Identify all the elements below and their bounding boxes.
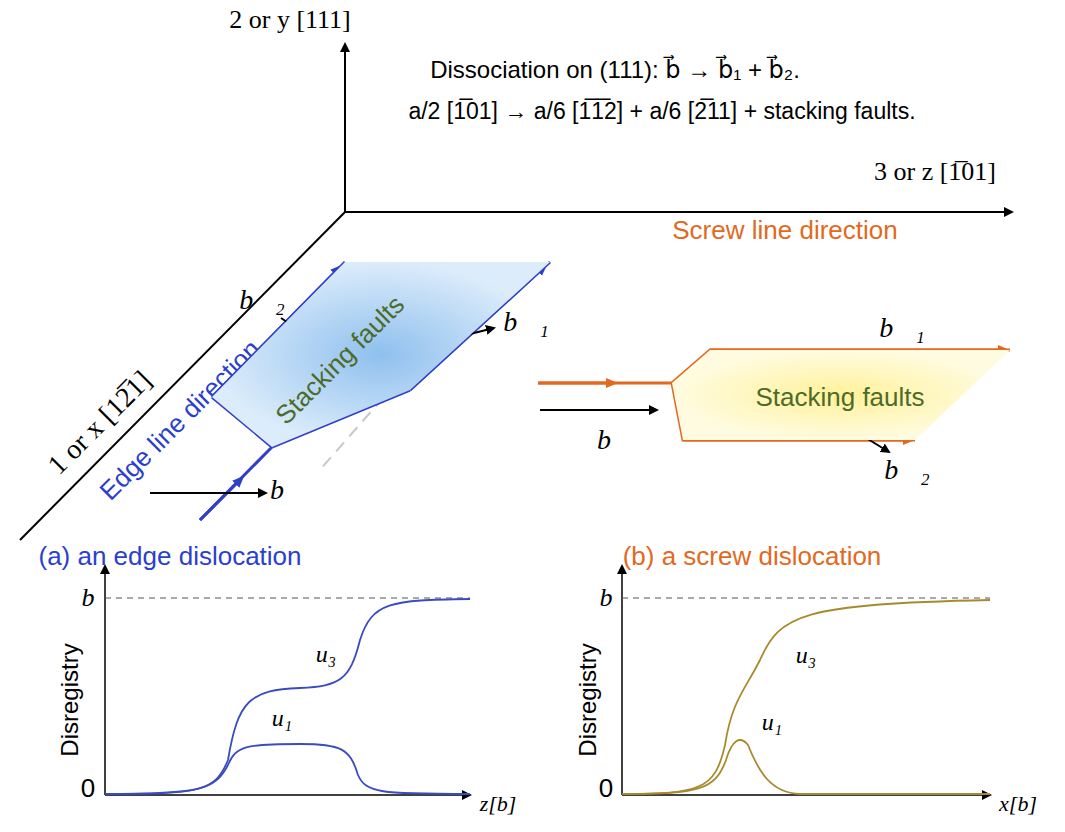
plot-screw bbox=[622, 566, 990, 795]
axis-title: x[b] bbox=[999, 792, 1037, 816]
vector-label: b⃗₁ bbox=[879, 313, 925, 344]
plot-edge bbox=[105, 566, 470, 795]
axis-label: 3 or z [1̅01] bbox=[874, 158, 996, 187]
dissociation-note: Dissociation on (111): b⃗ → b⃗₁ + b⃗₂. bbox=[430, 57, 800, 83]
panel-caption: (b) a screw dislocation bbox=[623, 542, 882, 571]
axis-title: Disregistry bbox=[575, 643, 601, 756]
axis-title: z[b] bbox=[480, 792, 517, 816]
dissociation-formula: a/2 [1̅01] → a/6 [1̅1̅2] + a/6 [2̅11] + … bbox=[408, 99, 915, 124]
axis-title: Disregistry bbox=[57, 643, 83, 756]
axis-label: 2 or y [111] bbox=[229, 6, 351, 35]
vector-label: b⃗₂ bbox=[239, 285, 285, 316]
fault-shape bbox=[200, 255, 560, 455]
panel-caption: (a) an edge dislocation bbox=[38, 542, 301, 571]
vector-label: b⃗₂ bbox=[884, 455, 930, 486]
stacking-fault-region: Stacking faults bbox=[665, 345, 1015, 445]
region-label: Stacking faults bbox=[755, 383, 924, 412]
tick-label: 0 bbox=[81, 774, 95, 803]
curve-label: u₃ bbox=[316, 641, 336, 667]
tick-label: b bbox=[82, 584, 95, 613]
direction-label: Screw line direction bbox=[672, 216, 897, 245]
tick-label: b bbox=[600, 584, 613, 613]
vector-label: b⃗ bbox=[597, 425, 633, 456]
tick-label: 0 bbox=[599, 774, 613, 803]
edge-dislocation-lines bbox=[200, 262, 550, 520]
axes bbox=[20, 44, 1012, 540]
stacking-fault-region: Stacking faults bbox=[200, 255, 560, 455]
curve-label: u₁ bbox=[762, 709, 782, 735]
curve-label: u₃ bbox=[796, 642, 816, 668]
vector-label: b⃗ bbox=[270, 475, 306, 506]
curve-label: u₁ bbox=[272, 705, 292, 731]
vector-label: b⃗₁ bbox=[503, 307, 549, 338]
